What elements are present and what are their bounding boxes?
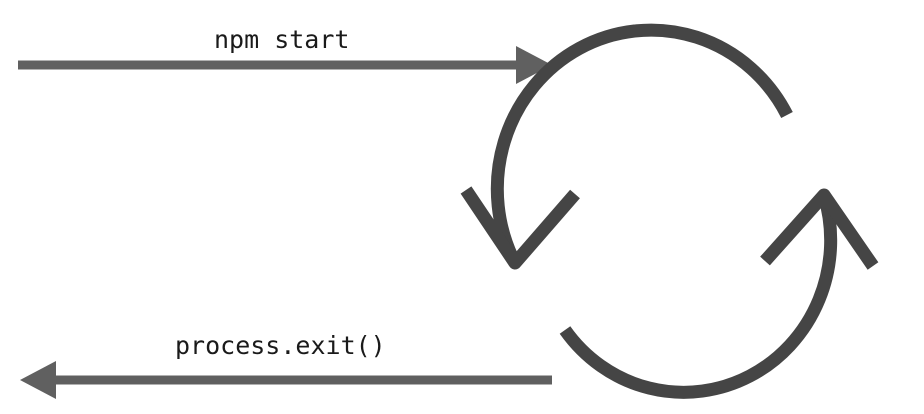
start-arrow-icon: [18, 46, 552, 84]
process-exit-label: process.exit(): [175, 331, 386, 360]
npm-start-label: npm start: [214, 25, 350, 54]
exit-arrow-icon: [20, 361, 552, 399]
refresh-cycle-icon: [460, 23, 879, 399]
